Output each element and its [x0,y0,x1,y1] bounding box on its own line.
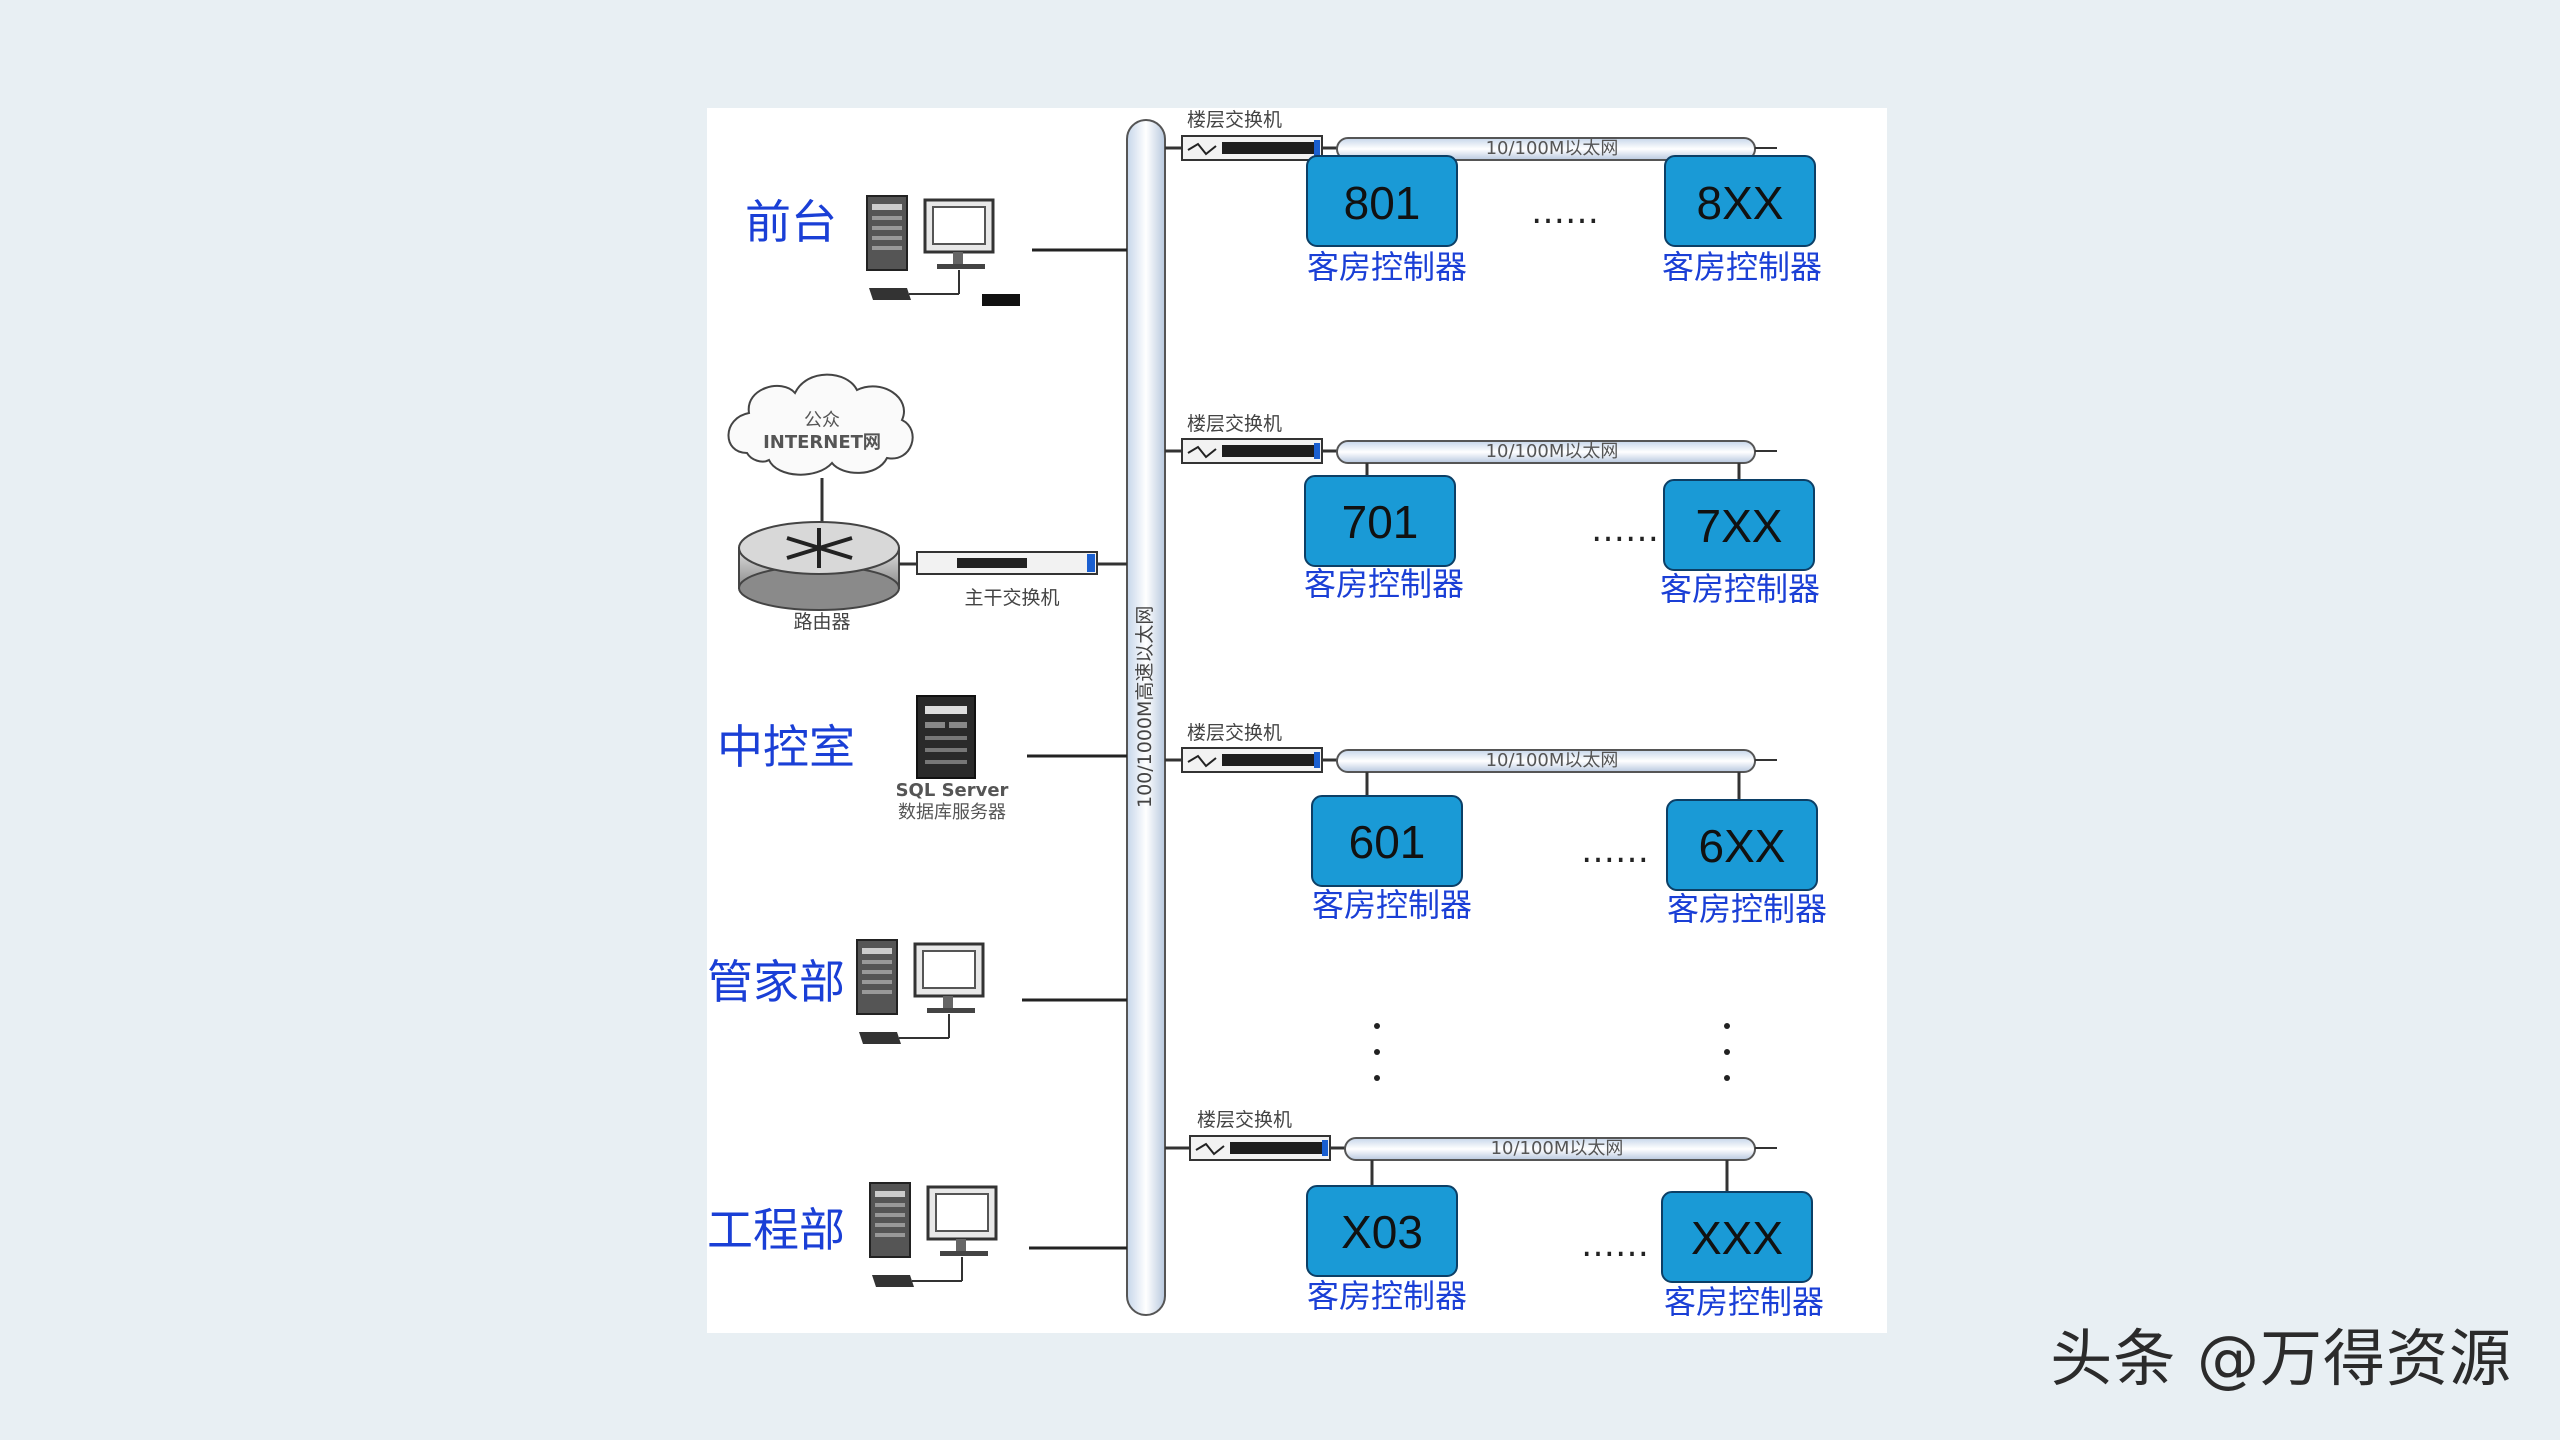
room-controller-label: 客房控制器 [1662,248,1822,286]
room-controller-label: 客房控制器 [1660,570,1820,608]
room-number: 6XX [1699,820,1786,872]
database-server-icon [916,695,976,779]
router-label: 路由器 [793,611,850,633]
watermark: 头条 @万得资源 [2050,1322,2512,1395]
room-number: XXX [1691,1212,1783,1264]
room-number: 8XX [1697,177,1784,229]
floor-switch-label: 楼层交换机 [1187,722,1282,744]
room-number: 7XX [1696,500,1783,552]
cloud-label-line1: 公众 [804,410,840,431]
ethernet-label: 10/100M以太网 [1486,138,1619,159]
room-number: 701 [1342,496,1419,548]
backbone-pipe [1126,119,1166,1316]
room-controller-label: 客房控制器 [1312,886,1472,924]
room-number: 801 [1344,177,1421,229]
floor-switch-label: 楼层交换机 [1187,109,1282,131]
ellipsis: …… [1531,192,1599,232]
room-controller-label: 客房控制器 [1667,890,1827,928]
main-switch-label: 主干交换机 [964,587,1059,609]
dept-housekeeping: 管家部 [707,955,845,1009]
ellipsis: …… [1581,1225,1649,1265]
room-controller-box [1664,155,1816,247]
network-diagram: 100/1000M高速以太网 前台 公众 INTERNET网 路由器 主干交换机… [707,108,1887,1333]
cloud-label-line2: INTERNET网 [763,432,881,453]
room-controller-box [1311,795,1463,887]
room-controller-label: 客房控制器 [1307,248,1467,286]
floor-switch-icon [1181,438,1323,464]
room-controller-label: 客房控制器 [1304,565,1464,603]
dept-engineering: 工程部 [707,1203,845,1257]
floor-7-group: 楼层交换机 10/100M以太网 701 客房控制器 …… 7XX 客房控制器 [1165,413,1820,608]
ellipsis: …… [1591,510,1659,550]
main-switch-icon [916,551,1098,575]
floor-switch-label: 楼层交换机 [1197,1109,1292,1131]
db-label-line2: 数据库服务器 [898,802,1006,823]
floor-x-group: 楼层交换机 10/100M以太网 X03 客房控制器 …… XXX 客房控制器 [1165,1109,1824,1321]
front-desk-pc-icon [865,194,995,302]
room-controller-box [1666,799,1818,891]
dept-control-room: 中控室 [717,720,855,774]
continuation-dots [1374,1023,1730,1081]
engineering-pc-icon [868,1181,998,1289]
room-controller-label: 客房控制器 [1664,1283,1824,1321]
db-label-line1: SQL Server [896,780,1009,801]
ethernet-label: 10/100M以太网 [1491,1138,1624,1159]
floor-switch-icon [1189,1135,1331,1161]
floor-switch-icon [1181,747,1323,773]
floor-switch-label: 楼层交换机 [1187,413,1282,435]
room-number: 601 [1349,816,1426,868]
housekeeping-pc-icon [855,938,985,1046]
network-diagram-svg: 100/1000M高速以太网 前台 公众 INTERNET网 路由器 主干交换机… [707,109,1827,1321]
backbone-label: 100/1000M高速以太网 [1134,606,1156,808]
dept-front-desk: 前台 [745,195,837,249]
ellipsis: …… [1581,831,1649,871]
room-controller-box [1304,475,1456,567]
floor-8-group: 楼层交换机 10/100M以太网 801 客房控制器 …… 8XX 客房控制器 [1165,109,1822,286]
room-controller-box [1663,479,1815,571]
room-number: X03 [1341,1206,1423,1258]
floor-switch-icon [1181,135,1323,161]
ethernet-label: 10/100M以太网 [1486,441,1619,462]
room-controller-box [1306,1185,1458,1277]
floor-6-group: 楼层交换机 10/100M以太网 601 客房控制器 …… 6XX 客房控制器 [1165,722,1827,928]
room-controller-box [1306,155,1458,247]
ethernet-label: 10/100M以太网 [1486,750,1619,771]
room-controller-box [1661,1191,1813,1283]
internet-cloud-icon [727,373,914,476]
router-icon [738,521,900,611]
room-controller-label: 客房控制器 [1307,1277,1467,1315]
